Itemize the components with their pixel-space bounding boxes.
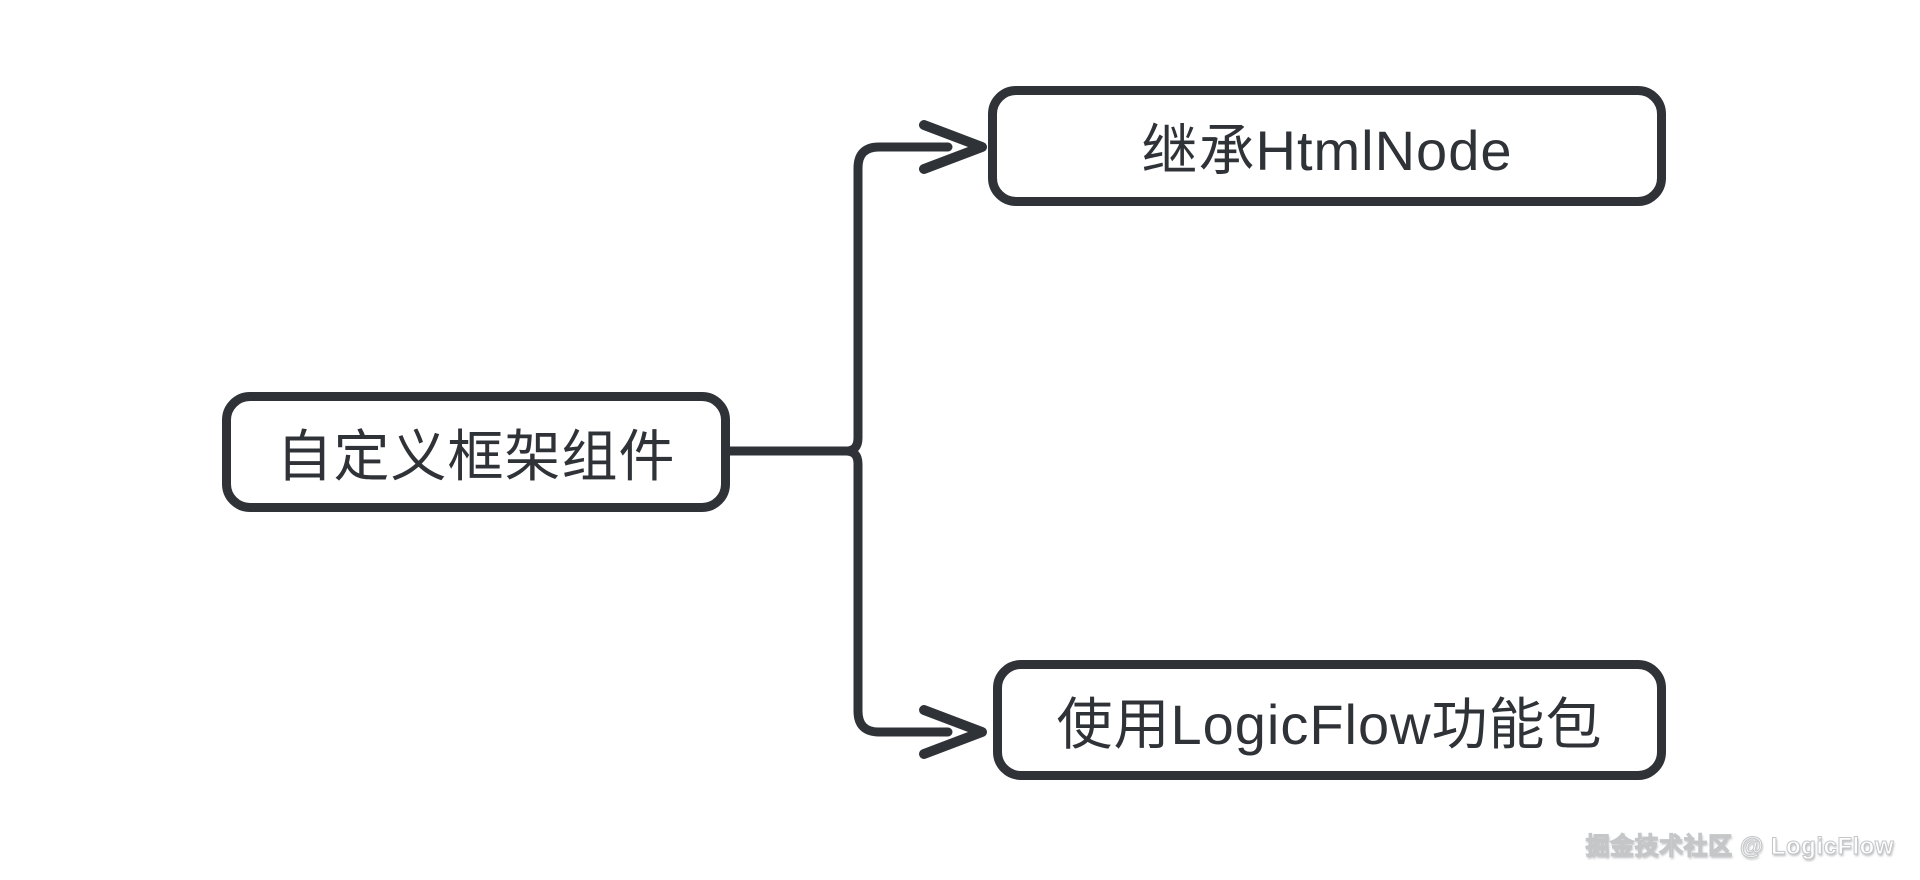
node-child-use-logicflow-packages[interactable]: 使用LogicFlow功能包 — [993, 660, 1666, 780]
arrowhead-top-icon — [919, 120, 987, 174]
node-child-inherit-htmlnode[interactable]: 继承HtmlNode — [988, 86, 1666, 206]
edge-root-to-bottom — [725, 446, 953, 737]
arrowhead-bottom-icon — [919, 705, 987, 759]
edge-root-to-top — [725, 142, 953, 456]
node-root[interactable]: 自定义框架组件 — [222, 392, 730, 512]
node-child-top-label: 继承HtmlNode — [1141, 118, 1513, 182]
node-child-bottom-label: 使用LogicFlow功能包 — [1056, 692, 1603, 756]
watermark: 掘金技术社区 @ LogicFlow — [1585, 833, 1894, 861]
node-root-label: 自定义框架组件 — [276, 424, 676, 488]
